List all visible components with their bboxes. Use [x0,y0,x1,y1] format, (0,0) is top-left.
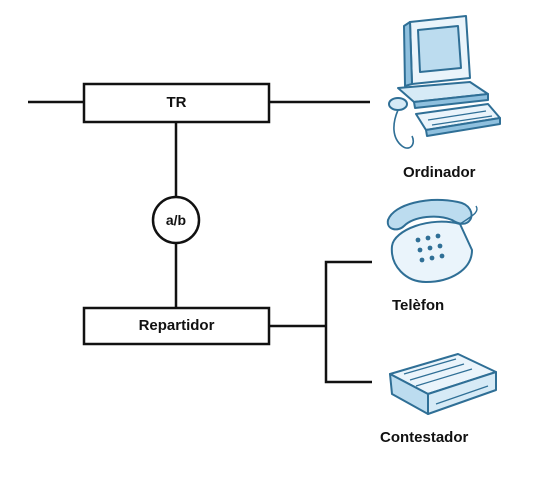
connection-lines [28,100,372,384]
contestador-label: Contestador [380,429,469,446]
repartidor-label: Repartidor [138,317,215,334]
tr-label: TR [166,94,187,111]
telephone-icon [386,199,478,283]
answering-machine-icon [389,353,497,415]
ab-circle [151,195,201,245]
telefon-label: Telèfon [392,297,445,314]
phone-branch-line [324,260,372,384]
tr-box [82,82,271,124]
computer-icon [388,15,501,149]
ab-label: a/b [165,212,187,228]
ordinador-label: Ordinador [403,164,476,181]
repartidor-box [82,306,271,346]
